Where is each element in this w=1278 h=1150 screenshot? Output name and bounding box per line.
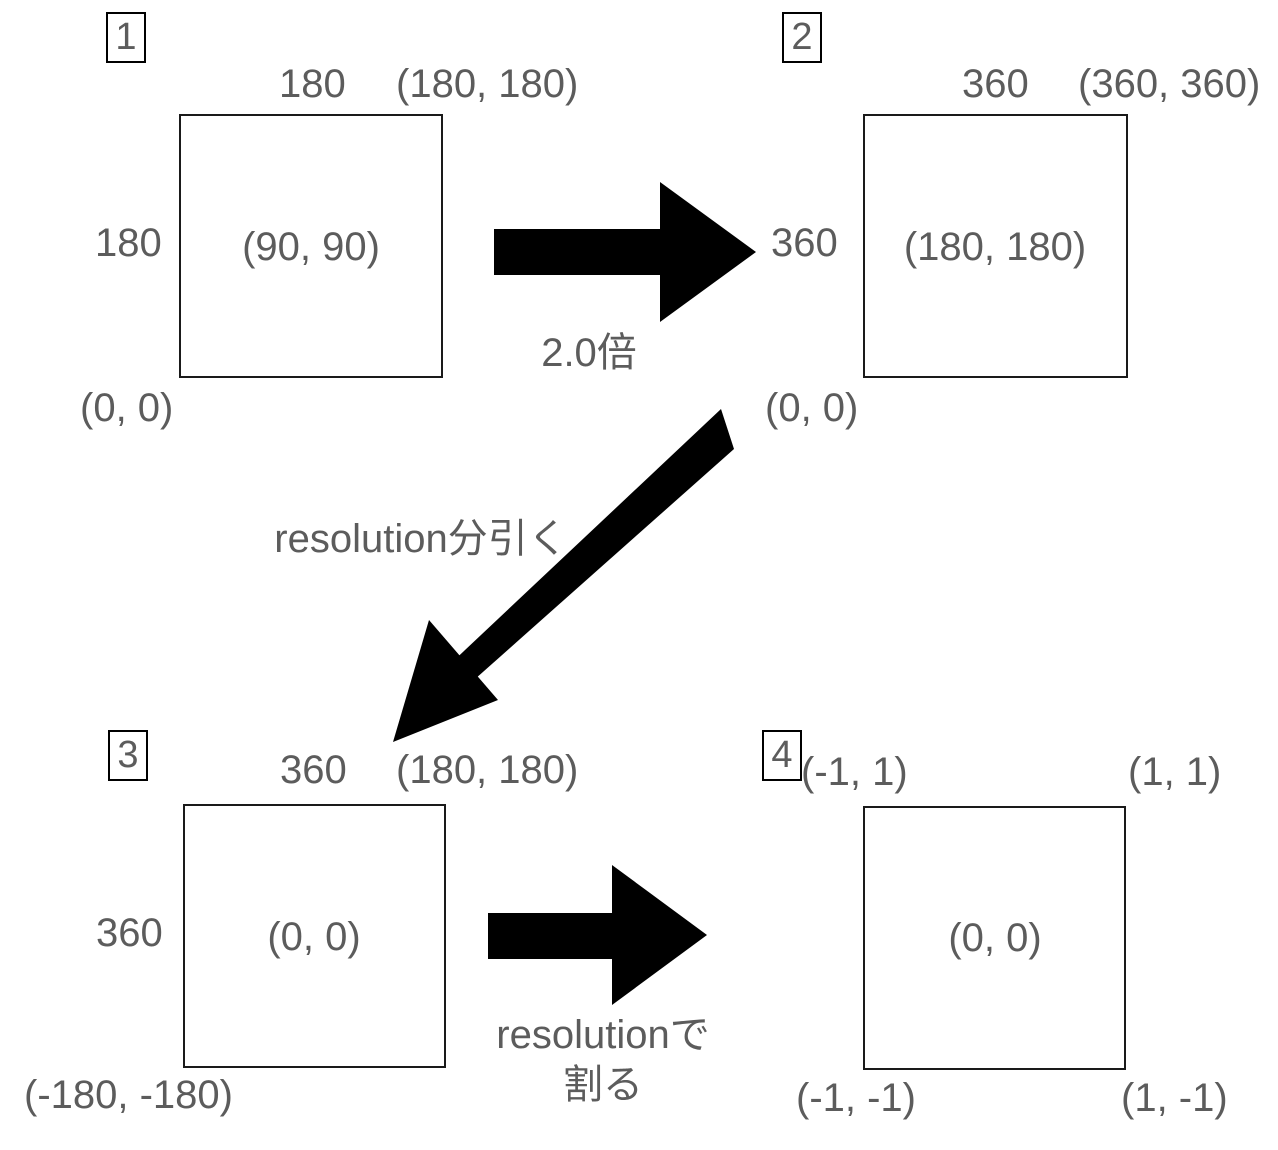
panel-badge-3: 3 (108, 730, 148, 781)
divide-arrow-label-line1: resolutionで (496, 1013, 710, 1057)
scale-arrow-icon (494, 182, 756, 322)
panel3-top-size-label: 360 (280, 748, 347, 792)
panel4-top-right-corner-label: (1, 1) (1128, 750, 1222, 794)
panel3-center-label: (0, 0) (267, 915, 361, 959)
panel1-top-right-corner-label: (180, 180) (396, 62, 579, 106)
panel2-square (863, 114, 1128, 378)
panel2-left-size-label: 360 (771, 221, 838, 265)
divide-arrow-label: resolutionで 割る (496, 1010, 709, 1110)
panel1-top-size-label: 180 (279, 62, 346, 106)
panel3-left-size-label: 360 (96, 911, 163, 955)
panel1-left-size-label: 180 (95, 221, 162, 265)
panel1-square (179, 114, 443, 378)
scale-arrow-label: 2.0倍 (541, 331, 637, 375)
panel4-bottom-left-corner-label: (-1, -1) (796, 1076, 916, 1120)
panel4-top-left-corner-label: (-1, 1) (801, 750, 908, 794)
divide-arrow-icon (488, 865, 707, 1005)
panel-badge-4: 4 (762, 730, 802, 781)
panel4-center-label: (0, 0) (948, 916, 1042, 960)
panel1-bottom-left-corner-label: (0, 0) (80, 386, 174, 430)
panel1-center-label: (90, 90) (242, 225, 380, 269)
subtract-arrow-icon (393, 409, 734, 742)
panel4-bottom-right-corner-label: (1, -1) (1121, 1076, 1228, 1120)
panel4-square (863, 806, 1126, 1070)
divide-arrow-label-line2: 割る (563, 1063, 643, 1107)
panel3-bottom-left-corner-label: (-180, -180) (24, 1073, 233, 1117)
panel3-square (183, 804, 446, 1068)
panel2-center-label: (180, 180) (903, 225, 1087, 269)
subtract-arrow-label: resolution分引く (274, 517, 568, 561)
panel3-top-right-corner-label: (180, 180) (396, 748, 579, 792)
panel2-bottom-left-corner-label: (0, 0) (765, 386, 859, 430)
panel-badge-1: 1 (106, 12, 146, 63)
panel-badge-2: 2 (782, 12, 822, 63)
panel2-top-size-label: 360 (962, 62, 1029, 106)
panel2-top-right-corner-label: (360, 360) (1078, 62, 1261, 106)
